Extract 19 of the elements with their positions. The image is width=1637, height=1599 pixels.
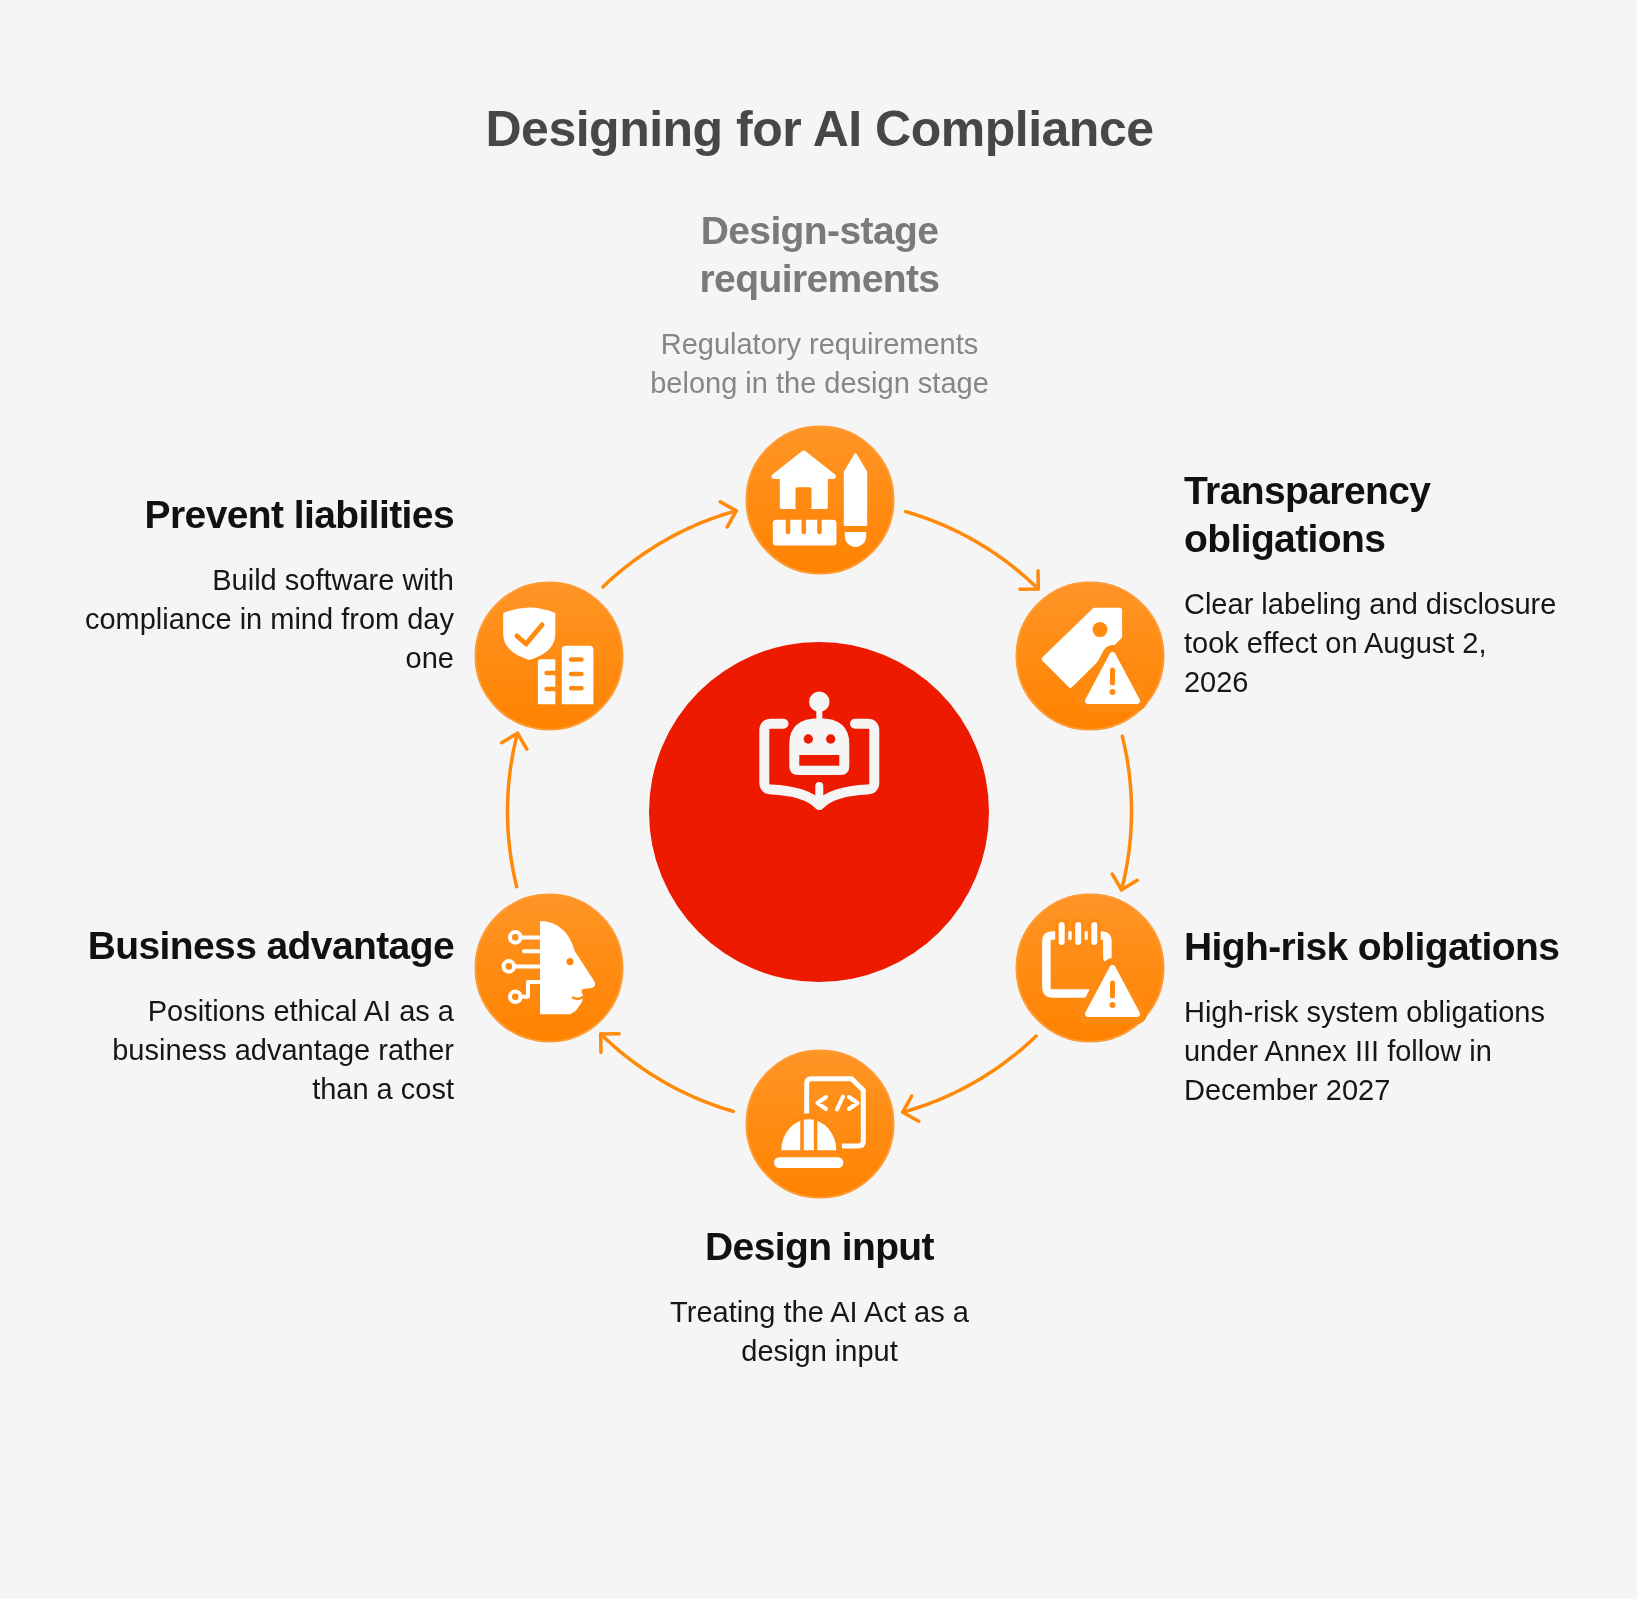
step-description: High-risk system obligations under Annex III follow in December 2027 <box>1184 995 1546 1108</box>
arrow <box>601 500 738 589</box>
step-heading: Design input <box>704 1224 935 1270</box>
step-description: Regulatory requirements belong in the design stage <box>649 327 990 401</box>
step-description: Clear labeling and disclosure took effect on August 2, 2026 <box>1184 587 1558 700</box>
arrow <box>499 731 529 889</box>
diagram-title: Designing for AI Compliance <box>485 100 1154 159</box>
arrow <box>903 509 1041 592</box>
step-heading: Transparency obligations <box>1184 468 1432 562</box>
arrow <box>1110 734 1140 892</box>
arrow <box>598 1031 736 1114</box>
step-heading: Business advantage <box>86 923 454 969</box>
step-description: Build software with compliance in mind from day one <box>83 563 454 676</box>
step-description: Positions ethical AI as a business advantage rather than a cost <box>111 994 454 1107</box>
arrow <box>901 1034 1038 1123</box>
step-heading: Design-stage requirements <box>699 208 940 302</box>
step-heading: Prevent liabilities <box>143 492 454 538</box>
step-description: Treating the AI Act as a design input <box>669 1295 970 1369</box>
step-heading: High-risk obligations <box>1184 924 1561 970</box>
